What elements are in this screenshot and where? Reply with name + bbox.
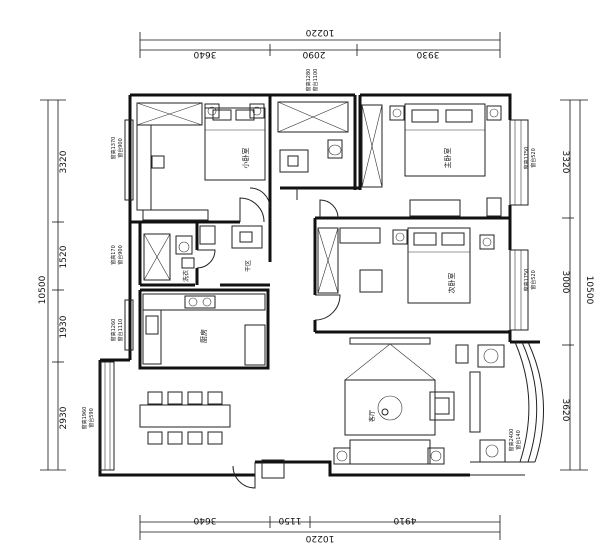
dimension-left: 10500 3320 1520 1930 2930 — [38, 99, 69, 471]
dim-bottom-seg-3: 4910 — [393, 515, 416, 525]
dim-top-seg-1: 3640 — [193, 49, 216, 59]
note-left-mid-a: 窗高170 — [110, 245, 117, 265]
note-left-top-b: 窗台900 — [117, 138, 124, 158]
outer-walls — [98, 93, 545, 477]
dim-left-total: 10500 — [38, 275, 48, 304]
note-top-bath-b: 窗台1100 — [312, 69, 319, 92]
note-right-mid-a: 窗高1750 — [523, 269, 530, 292]
interior-walls — [130, 95, 510, 370]
dimension-right: 10500 3320 3000 3620 — [560, 99, 594, 471]
living-room: 客厅 窗高2400 窗台140 — [261, 337, 522, 479]
dim-bottom-total: 10220 — [305, 533, 334, 543]
room-label-master-bedroom: 主卧室 — [443, 148, 452, 169]
dim-left-seg-4: 2930 — [59, 406, 69, 429]
room-label-dry-area: 干区 — [245, 260, 252, 272]
bathroom: 窗高1280 窗台1100 — [277, 69, 349, 173]
left-notes: 窗高1370 窗台900 窗高170 窗台900 窗高1260 窗台1110 窗… — [81, 137, 124, 430]
dim-right-seg-2: 3000 — [560, 271, 570, 294]
dim-right-seg-1: 3320 — [560, 151, 570, 174]
room-label-kitchen: 厨房 — [199, 329, 208, 343]
room-label-second-bedroom: 次卧室 — [447, 273, 456, 294]
dim-left-seg-2: 1520 — [59, 245, 69, 268]
room-label-laundry: 洗衣 — [182, 270, 190, 282]
note-right-top-a: 窗高1750 — [523, 147, 530, 170]
dry-area: 干区 — [199, 225, 263, 272]
dim-right-seg-3: 3620 — [560, 399, 570, 422]
room-label-living-room: 客厅 — [368, 410, 376, 422]
note-left-kitchen-b: 窗台1110 — [117, 319, 124, 342]
dimension-bottom: 3640 1150 4910 10220 — [139, 515, 501, 543]
master-bedroom: 主卧室 窗高1750 窗台520 — [361, 103, 537, 217]
note-left-kitchen-a: 窗高1260 — [110, 319, 117, 342]
dimension-top: 10220 3640 2090 3930 — [139, 27, 501, 59]
dim-top-seg-3: 3930 — [416, 49, 439, 59]
small-bedroom: 小卧室 — [136, 102, 266, 221]
note-left-bottom-b: 窗台590 — [88, 408, 95, 428]
room-label-small-bedroom: 小卧室 — [241, 148, 250, 169]
note-left-top-a: 窗高1370 — [110, 137, 117, 160]
dim-bottom-seg-2: 1150 — [278, 515, 301, 525]
dim-left-seg-3: 1930 — [59, 315, 69, 338]
note-right-mid-b: 窗台520 — [530, 270, 537, 290]
note-right-bottom-b: 窗台140 — [515, 430, 522, 450]
note-right-top-b: 窗台520 — [530, 148, 537, 168]
windows — [99, 119, 529, 471]
second-bedroom: 次卧室 窗高1750 窗台520 — [317, 227, 537, 304]
dim-left-seg-1: 3320 — [59, 150, 69, 173]
note-top-bath-a: 窗高1280 — [305, 69, 312, 92]
doors — [196, 187, 341, 489]
note-left-bottom-a: 窗高1960 — [81, 407, 88, 430]
note-left-mid-b: 窗台900 — [117, 245, 124, 265]
dim-top-total: 10220 — [305, 27, 334, 37]
dim-right-total: 10500 — [584, 276, 594, 305]
dim-bottom-seg-1: 3640 — [193, 515, 216, 525]
kitchen: 厨房 — [142, 293, 266, 366]
note-right-bottom-a: 窗高2400 — [508, 429, 515, 452]
dining-area — [139, 391, 231, 445]
laundry-area: 洗衣 — [143, 233, 195, 282]
dim-top-seg-2: 2090 — [302, 49, 325, 59]
